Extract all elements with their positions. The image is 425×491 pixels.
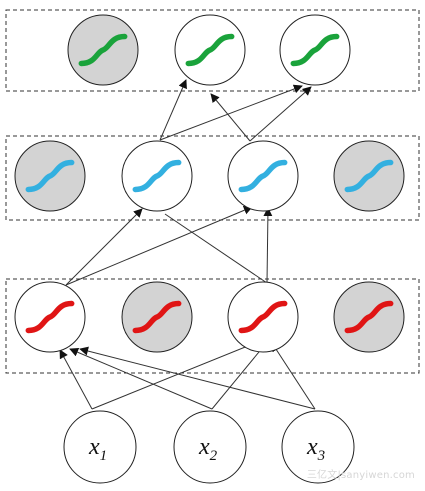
connection	[249, 86, 312, 142]
sigmoid-curve-icon	[238, 159, 288, 193]
layer-2-neuron	[121, 140, 193, 212]
neurons	[14, 14, 405, 353]
layer-2-neuron	[227, 140, 299, 212]
layer-1-neuron-dropped	[333, 281, 405, 353]
watermark: 三亿文|sanyiwen.com	[306, 470, 415, 481]
input-nodes: x1 x2 x3	[63, 410, 355, 484]
input-circle	[63, 410, 137, 484]
connection	[211, 340, 269, 410]
sigmoid-curve-icon	[25, 300, 75, 334]
input-label: x1	[88, 434, 107, 464]
layer-3-neuron	[174, 14, 246, 86]
sigmoid-curve-icon	[132, 159, 182, 193]
connection	[263, 207, 273, 284]
layer-1-box	[5, 278, 420, 374]
input-node-x1: x1	[63, 410, 137, 484]
layer-1-neuron-dropped	[121, 281, 193, 353]
layer-2-box	[5, 135, 420, 221]
layer-3-box	[5, 9, 420, 92]
connection	[271, 342, 316, 410]
layer-3-neuron	[279, 14, 351, 86]
layer-1-neuron	[14, 281, 86, 353]
input-circle	[281, 410, 355, 484]
connection	[210, 93, 251, 142]
layer-3-neuron-dropped	[67, 14, 139, 86]
connection	[69, 348, 213, 410]
connection	[159, 84, 303, 141]
input-node-x2: x2	[173, 410, 247, 484]
sigmoid-curve-icon	[132, 300, 182, 334]
connection	[159, 79, 187, 141]
sigmoid-curve-icon	[344, 159, 394, 193]
sigmoid-curve-icon	[78, 33, 128, 67]
connection	[65, 208, 143, 286]
connection	[164, 213, 268, 284]
connection	[59, 349, 93, 410]
input-label: x2	[198, 434, 218, 464]
layer-1-neuron	[227, 281, 299, 353]
sigmoid-curve-icon	[185, 33, 235, 67]
layer-2-neuron-dropped	[14, 140, 86, 212]
sigmoid-curve-icon	[238, 300, 288, 334]
connection	[65, 205, 253, 286]
input-label: x3	[306, 434, 325, 464]
sigmoid-curve-icon	[290, 33, 340, 67]
layer-2-neuron-dropped	[333, 140, 405, 212]
sigmoid-curve-icon	[344, 300, 394, 334]
input-circle	[173, 410, 247, 484]
sigmoid-curve-icon	[25, 159, 75, 193]
input-node-x3: x3	[281, 410, 355, 484]
connections	[59, 79, 316, 410]
connection	[79, 346, 316, 410]
